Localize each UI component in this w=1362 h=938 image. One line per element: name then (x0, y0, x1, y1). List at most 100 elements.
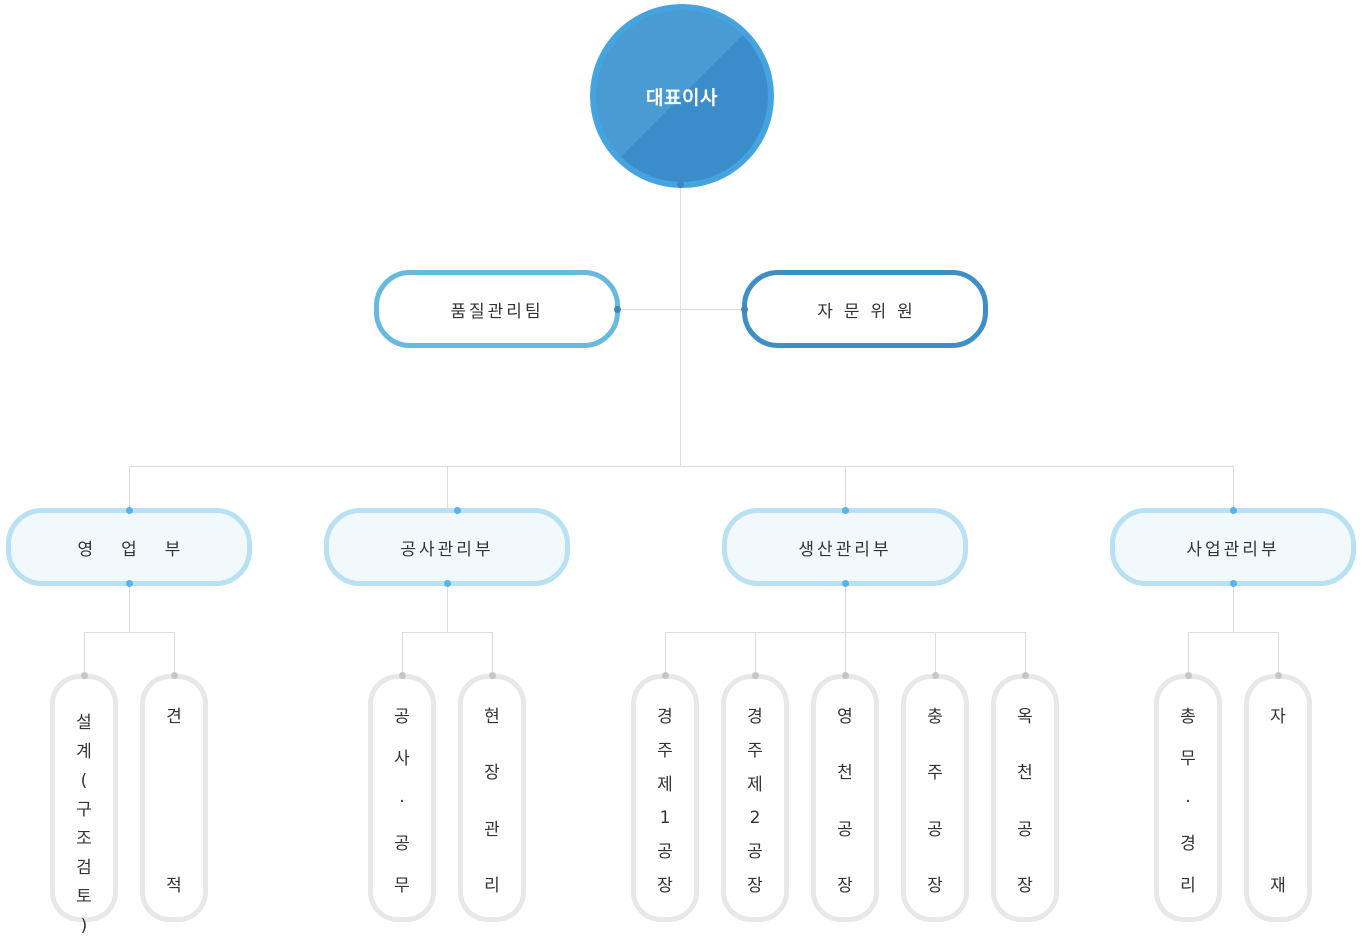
unit-connector-dot (489, 671, 496, 679)
unit-design-char: 검 (76, 858, 92, 878)
dept-sales-label: 영업부 (77, 539, 209, 560)
unit-gyeongju-plant1-label: 경 주 제 1 공 장 (636, 709, 694, 895)
unit-chungju-plant-char: 주 (927, 763, 943, 784)
unit-yeongcheon-plant-char: 천 (837, 763, 853, 784)
unit-gyeongju-plant2-char: 제 (747, 774, 763, 795)
unit-materials-char: 자 (1270, 707, 1286, 727)
advisor-node: 자문위원 (742, 270, 988, 348)
unit-construction-works-char: 공 (394, 833, 410, 854)
unit-connector-dot (399, 671, 406, 679)
unit-connector-dot (752, 671, 759, 679)
unit-gyeongju-plant1-char: 공 (657, 842, 673, 863)
dept-production-label: 생산관리부 (798, 539, 892, 560)
unit-yeongcheon-plant-node: 영 천 공 장 (811, 674, 879, 922)
unit-gyeongju-plant1-char: 주 (657, 740, 673, 761)
unit-chungju-plant-char: 공 (927, 819, 943, 840)
dept-construction-top-dot (454, 506, 461, 514)
dept-business-label: 사업관리부 (1186, 539, 1280, 560)
ceo-label: 대표이사 (646, 86, 718, 109)
unit-gyeongju-plant2-char: 장 (747, 875, 763, 896)
quality-team-node: 품질관리팀 (374, 270, 620, 348)
unit-connector-dot (932, 671, 939, 679)
unit-chungju-plant-char: 충 (927, 707, 943, 727)
unit-chungju-plant-char: 장 (927, 875, 943, 896)
unit-site-management-char: 관 (484, 819, 500, 840)
unit-connector-dot (81, 671, 88, 679)
unit-gyeongju-plant1-char: 경 (657, 707, 673, 727)
unit-general-affairs-char: 무 (1180, 749, 1196, 770)
dept-business-node: 사업관리부 (1110, 508, 1356, 586)
unit-construction-works-char: 사 (394, 749, 410, 770)
unit-connector-dot (662, 671, 669, 679)
unit-general-affairs-label: 총 무 · 경 리 (1159, 709, 1217, 895)
unit-construction-works-node: 공 사 · 공 무 (368, 674, 436, 922)
unit-yeongcheon-plant-char: 공 (837, 819, 853, 840)
dept-production-node: 생산관리부 (722, 508, 968, 586)
unit-design-label: 설 계 ( 구 조 검 토 ) (55, 711, 113, 936)
unit-okcheon-plant-char: 장 (1017, 875, 1033, 896)
unit-okcheon-plant-char: 천 (1017, 763, 1033, 784)
quality-team-label: 품질관리팀 (450, 301, 544, 322)
unit-estimate-char: 적 (166, 876, 182, 896)
unit-design-char: ( (80, 771, 88, 791)
dept-production-top-dot (842, 506, 849, 514)
unit-gyeongju-plant2-char: 공 (747, 842, 763, 863)
unit-gyeongju-plant1-char: 1 (659, 808, 671, 829)
dept-construction-label: 공사관리부 (400, 539, 494, 560)
unit-chungju-plant-label: 충 주 공 장 (906, 709, 964, 895)
dept-business-bottom-dot (1230, 579, 1237, 587)
dept-construction-bottom-dot (444, 579, 451, 587)
unit-design-char: 계 (76, 742, 92, 762)
unit-site-management-char: 현 (484, 707, 500, 727)
unit-general-affairs-char: 총 (1180, 707, 1196, 727)
unit-connector-dot (1275, 671, 1282, 679)
dept-sales-top-dot (126, 506, 133, 514)
advisor-label: 자문위원 (817, 301, 924, 322)
unit-site-management-char: 장 (484, 763, 500, 784)
unit-general-affairs-char: 경 (1180, 833, 1196, 854)
unit-yeongcheon-plant-char: 장 (837, 875, 853, 896)
unit-design-char: 설 (76, 713, 92, 733)
unit-gyeongju-plant2-char: 2 (749, 808, 761, 829)
unit-yeongcheon-plant-char: 영 (837, 707, 853, 727)
ceo-connector-dot (677, 180, 684, 188)
unit-materials-node: 자 재 (1244, 674, 1312, 922)
dept-production-bottom-dot (842, 579, 849, 587)
dept-business-top-dot (1230, 506, 1237, 514)
unit-connector-dot (1185, 671, 1192, 679)
unit-gyeongju-plant2-node: 경 주 제 2 공 장 (721, 674, 789, 922)
unit-general-affairs-node: 총 무 · 경 리 (1154, 674, 1222, 922)
unit-gyeongju-plant1-char: 제 (657, 774, 673, 795)
unit-gyeongju-plant2-char: 경 (747, 707, 763, 727)
unit-site-management-node: 현 장 관 리 (458, 674, 526, 922)
ceo-circle: 대표이사 (596, 10, 768, 182)
unit-general-affairs-char: 리 (1180, 876, 1196, 896)
unit-site-management-label: 현 장 관 리 (463, 709, 521, 895)
unit-gyeongju-plant2-char: 주 (747, 740, 763, 761)
quality-team-connector-dot (613, 306, 621, 313)
dept-sales-node: 영업부 (6, 508, 252, 586)
unit-construction-works-char: · (399, 791, 405, 812)
unit-site-management-char: 리 (484, 875, 500, 896)
unit-estimate-label: 견 적 (145, 709, 203, 895)
unit-construction-works-char: 공 (394, 707, 410, 727)
unit-design-char: 구 (76, 800, 92, 820)
unit-materials-char: 재 (1270, 876, 1286, 896)
unit-estimate-node: 견 적 (140, 674, 208, 922)
unit-gyeongju-plant1-char: 장 (657, 875, 673, 896)
unit-connector-dot (1022, 671, 1029, 679)
advisor-connector-dot (740, 306, 748, 313)
dept-sales-bottom-dot (126, 579, 133, 587)
unit-estimate-char: 견 (166, 707, 182, 727)
unit-yeongcheon-plant-label: 영 천 공 장 (816, 709, 874, 895)
unit-connector-dot (842, 671, 849, 679)
unit-chungju-plant-node: 충 주 공 장 (901, 674, 969, 922)
unit-design-node: 설 계 ( 구 조 검 토 ) (50, 674, 118, 936)
unit-design-char: ) (80, 916, 88, 936)
unit-okcheon-plant-char: 공 (1017, 819, 1033, 840)
unit-gyeongju-plant2-label: 경 주 제 2 공 장 (726, 709, 784, 895)
unit-okcheon-plant-node: 옥 천 공 장 (991, 674, 1059, 922)
dept-construction-node: 공사관리부 (324, 508, 570, 586)
unit-okcheon-plant-label: 옥 천 공 장 (996, 709, 1054, 895)
